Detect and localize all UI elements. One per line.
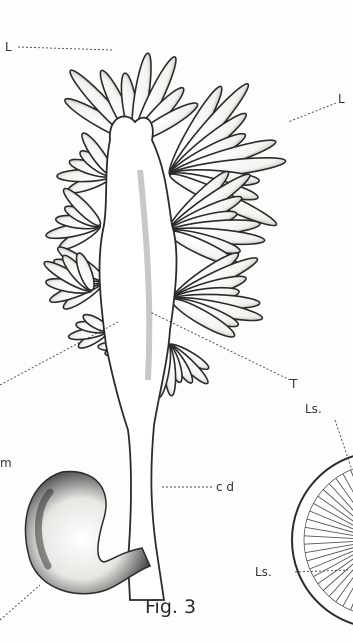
label-l-top: L [5, 41, 12, 53]
label-t: T [290, 378, 297, 390]
radial-disc [292, 452, 353, 628]
figure-caption: Fig. 3 [145, 596, 196, 618]
label-m: m [0, 457, 12, 469]
gland-trunk [100, 116, 177, 600]
label-l-right: L [338, 93, 345, 105]
label-cd: c d [216, 481, 234, 493]
label-ls-top: Ls. [305, 403, 322, 415]
label-ls-bottom: Ls. [255, 566, 272, 578]
